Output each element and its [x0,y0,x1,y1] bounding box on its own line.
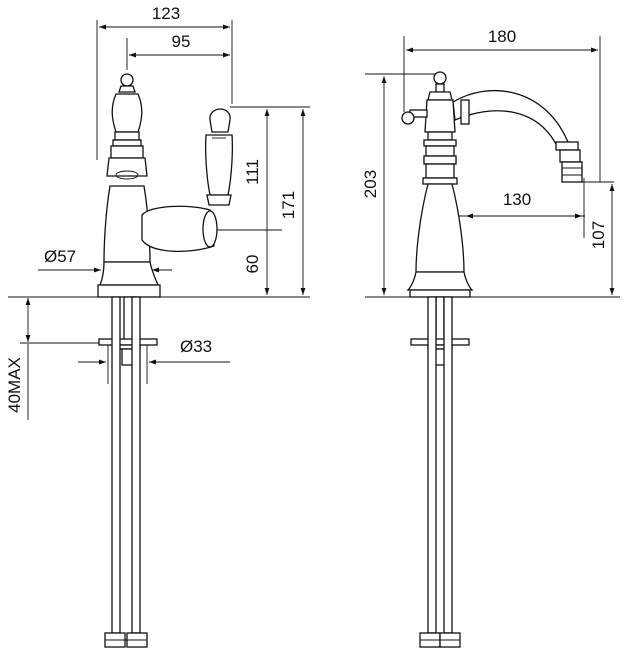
dimension-label-203: 203 [361,170,380,198]
dimension-label-180: 180 [488,27,516,46]
dimension-label-40max: 40MAX [5,357,24,413]
tap-body [97,73,218,648]
dimension-label-111: 111 [243,159,262,185]
dimension-label-107: 107 [589,221,608,249]
left-view: 123 95 111 171 60 Ø57 40MAX Ø33 [5,4,310,648]
dimension-label-95: 95 [172,32,191,51]
dimension-label-diameter-57: Ø57 [44,247,76,266]
lever-handle [204,108,234,206]
dimension-label-130: 130 [503,190,531,209]
dimension-label-171: 171 [279,191,298,219]
bidet-body [401,71,583,648]
dimension-label-123: 123 [152,4,180,23]
dimension-label-diameter-33: Ø33 [180,337,212,356]
dimension-label-60: 60 [243,255,262,274]
right-view: 180 203 130 107 [361,27,620,648]
